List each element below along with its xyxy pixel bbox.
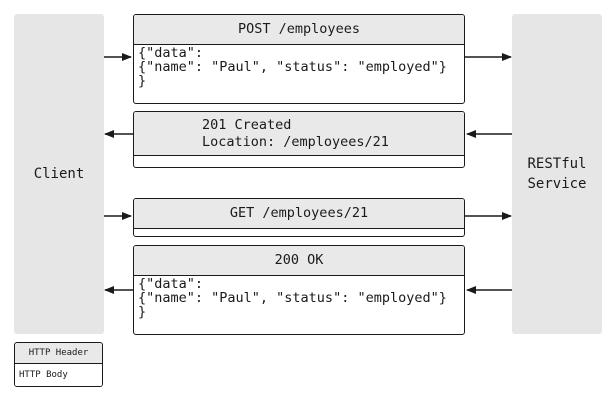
body-line: {"name": "Paul", "status": "employed"} <box>138 290 447 306</box>
service-label-line1: RESTful <box>527 156 587 172</box>
post-request-header: POST /employees <box>134 15 464 45</box>
body-line: {"data": <box>138 45 204 61</box>
body-line: {"name": "Paul", "status": "employed"} <box>138 59 447 75</box>
body-line: } <box>138 73 147 89</box>
location-line: Location: /employees/21 <box>202 134 389 150</box>
ok-response-body: {"data": {"name": "Paul", "status": "emp… <box>134 276 464 321</box>
post-request-body: {"data": {"name": "Paul", "status": "emp… <box>134 45 464 90</box>
ok-response-header: 200 OK <box>134 246 464 276</box>
client-label: Client <box>33 166 85 182</box>
body-line: {"data": <box>138 276 204 292</box>
status-line: 201 Created <box>202 117 292 133</box>
legend-body-swatch: HTTP Body <box>15 364 102 386</box>
get-request-header: GET /employees/21 <box>134 199 464 229</box>
ok-response-message: 200 OK {"data": {"name": "Paul", "status… <box>133 245 465 335</box>
post-request-message: POST /employees {"data": {"name": "Paul"… <box>133 14 465 104</box>
service-label-line2: Service <box>527 176 587 192</box>
get-request-message: GET /employees/21 <box>133 198 465 237</box>
client-node: Client <box>14 14 104 334</box>
created-response-header: 201 Created Location: /employees/21 <box>134 112 464 156</box>
legend-header-swatch: HTTP Header <box>15 343 102 364</box>
body-line: } <box>138 304 147 320</box>
created-response-message: 201 Created Location: /employees/21 <box>133 111 465 168</box>
legend: HTTP Header HTTP Body <box>14 342 103 387</box>
restful-service-node: RESTful Service <box>512 14 602 334</box>
